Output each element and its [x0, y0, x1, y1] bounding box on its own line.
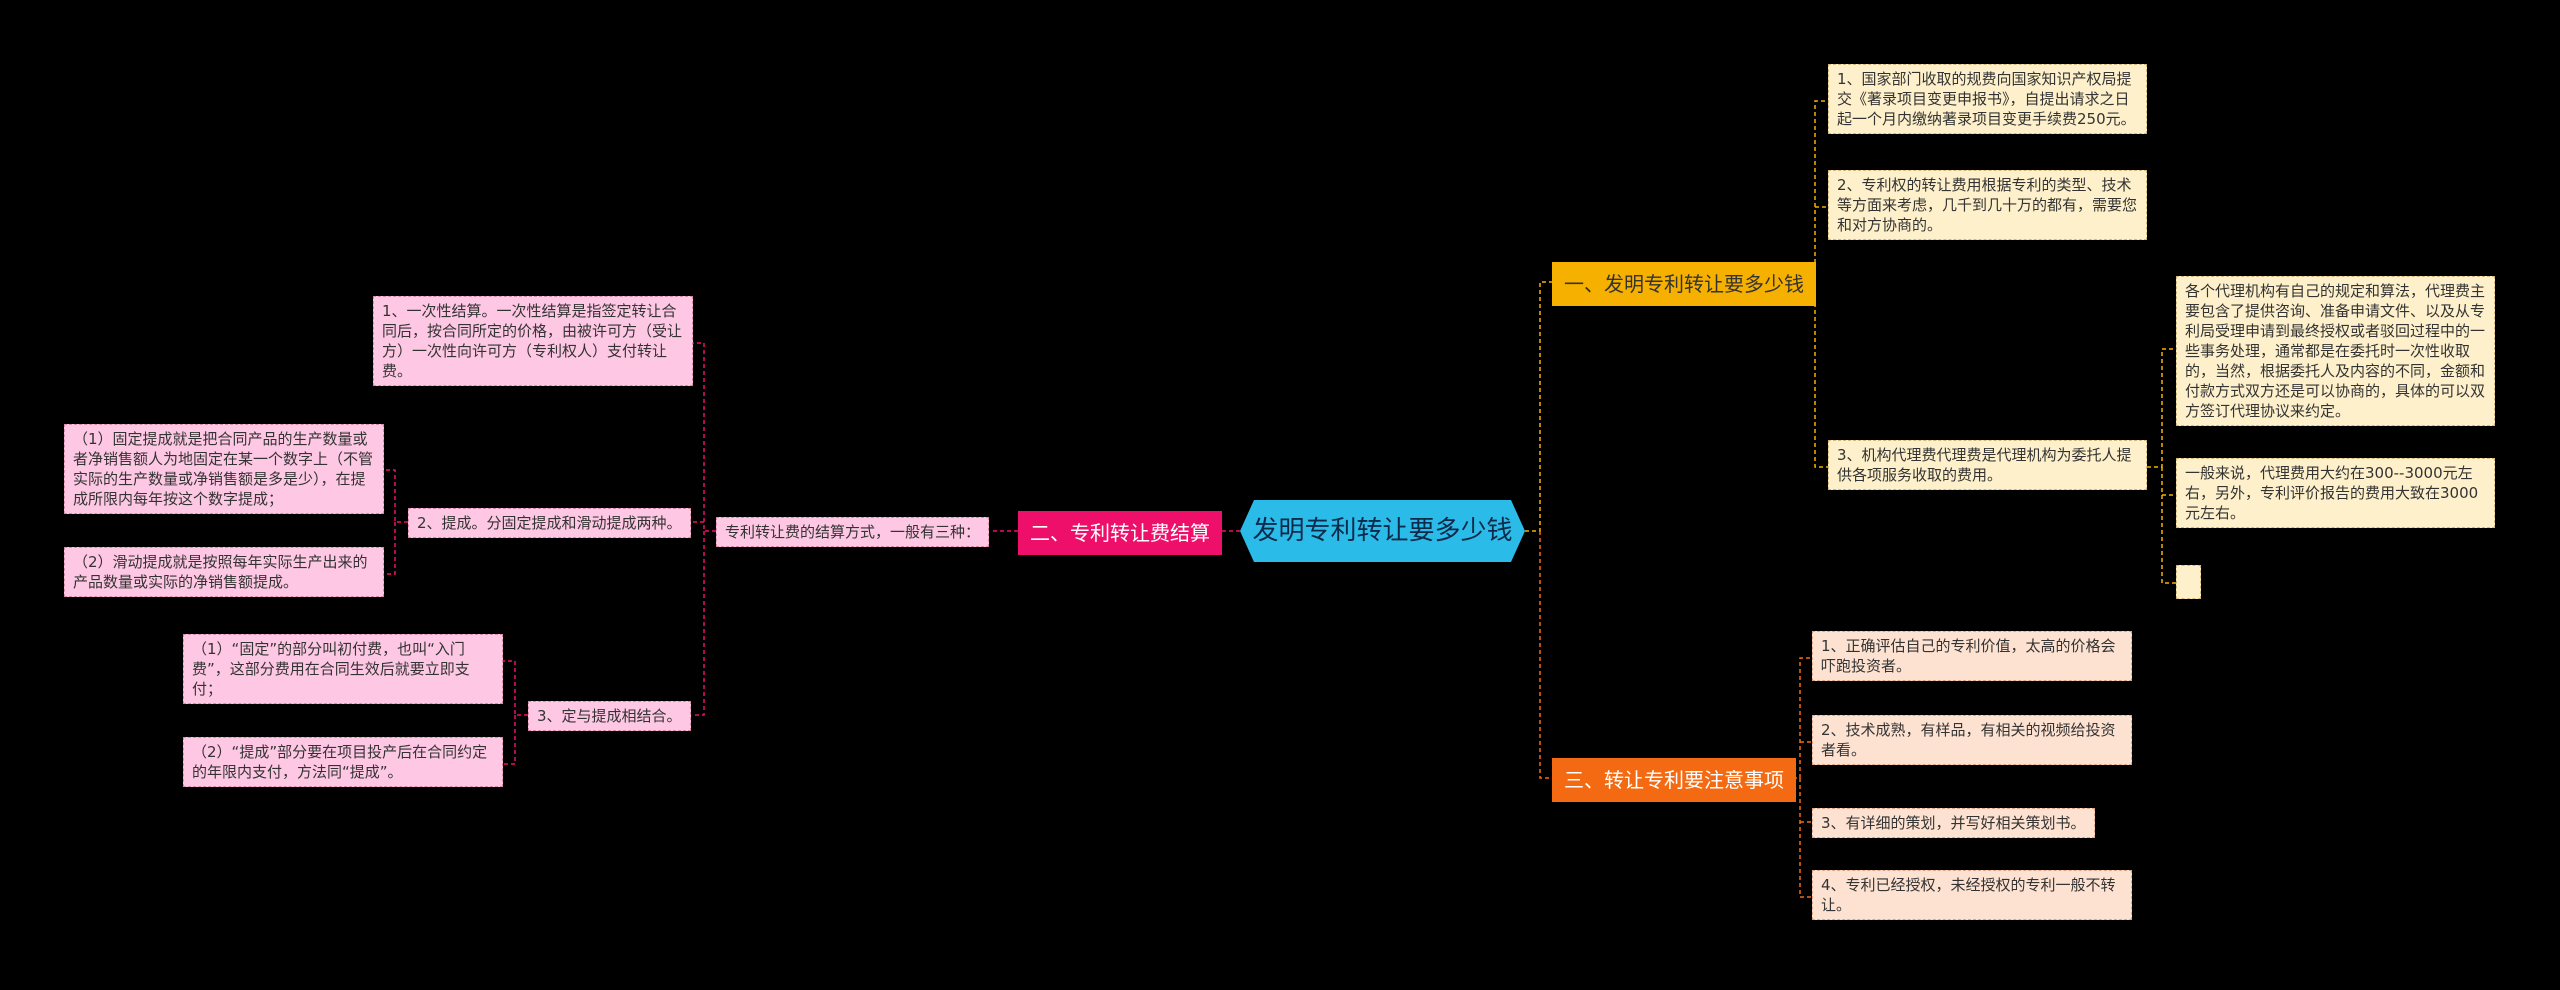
agency-detail-empty[interactable] — [2176, 565, 2201, 599]
branch-cost[interactable]: 一、发明专利转让要多少钱 — [1552, 262, 1816, 306]
connector — [1799, 778, 1812, 898]
note-item[interactable]: 4、专利已经授权，未经授权的专利一般不转让。 — [1812, 870, 2132, 920]
connector — [384, 469, 408, 523]
note-item[interactable]: 2、技术成熟，有样品，有相关的视频给投资者看。 — [1812, 715, 2132, 765]
cost-item-agency[interactable]: 3、机构代理费代理费是代理机构为委托人提供各项服务收取的费用。 — [1828, 440, 2147, 490]
connector — [2161, 467, 2176, 584]
note-item[interactable]: 1、正确评估自己的专利价值，太高的价格会吓跑投资者。 — [1812, 631, 2132, 681]
note-item[interactable]: 3、有详细的策划，并写好相关策划书。 — [1812, 808, 2095, 838]
mixed-royalty[interactable]: （2）“提成”部分要在项目投产后在合同约定的年限内支付，方法同“提成”。 — [183, 737, 503, 787]
agency-detail-rules[interactable]: 各个代理机构有自己的规定和算法，代理费主要包含了提供咨询、准备申请文件、以及从专… — [2176, 276, 2495, 426]
connector — [503, 715, 516, 765]
connector — [1539, 531, 1552, 779]
settlement-intro[interactable]: 专利转让费的结算方式，一般有三种： — [716, 517, 990, 547]
connector — [2147, 348, 2176, 468]
cost-item-transfer[interactable]: 2、专利权的转让费用根据专利的类型、技术等方面来考虑，几千到几十万的都有，需要您… — [1828, 170, 2147, 240]
method-mixed[interactable]: 3、定与提成相结合。 — [528, 701, 691, 731]
branch-settlement[interactable]: 二、专利转让费结算 — [1018, 511, 1222, 555]
royalty-fixed[interactable]: （1）固定提成就是把合同产品的生产数量或者净销售额人为地固定在某一个数字上（不管… — [64, 424, 384, 514]
method-lump-sum[interactable]: 1、一次性结算。一次性结算是指签定转让合同后，按合同所定的价格，由被许可方（受让… — [373, 296, 693, 386]
connector — [693, 342, 716, 532]
cost-item-fee[interactable]: 1、国家部门收取的规费向国家知识产权局提交《著录项目变更申报书》，自提出请求之日… — [1828, 64, 2147, 134]
root-topic[interactable]: 发明专利转让要多少钱 — [1240, 500, 1525, 562]
mixed-fixed[interactable]: （1）“固定”的部分叫初付费，也叫“入门费”，这部分费用在合同生效后就要立即支付… — [183, 634, 503, 704]
method-royalty[interactable]: 2、提成。分固定提成和滑动提成两种。 — [408, 508, 691, 538]
connector — [1814, 282, 1828, 468]
agency-detail-range[interactable]: 一般来说，代理费用大约在300--3000元左右，另外，专利评价报告的费用大致在… — [2176, 458, 2495, 528]
branch-notes[interactable]: 三、转让专利要注意事项 — [1552, 758, 1796, 802]
connector — [1525, 281, 1552, 532]
connector — [503, 660, 528, 716]
connector — [693, 531, 705, 716]
royalty-sliding[interactable]: （2）滑动提成就是按照每年实际生产出来的产品数量或实际的净销售额提成。 — [64, 547, 384, 597]
connector — [384, 522, 396, 575]
connector — [1806, 100, 1828, 283]
